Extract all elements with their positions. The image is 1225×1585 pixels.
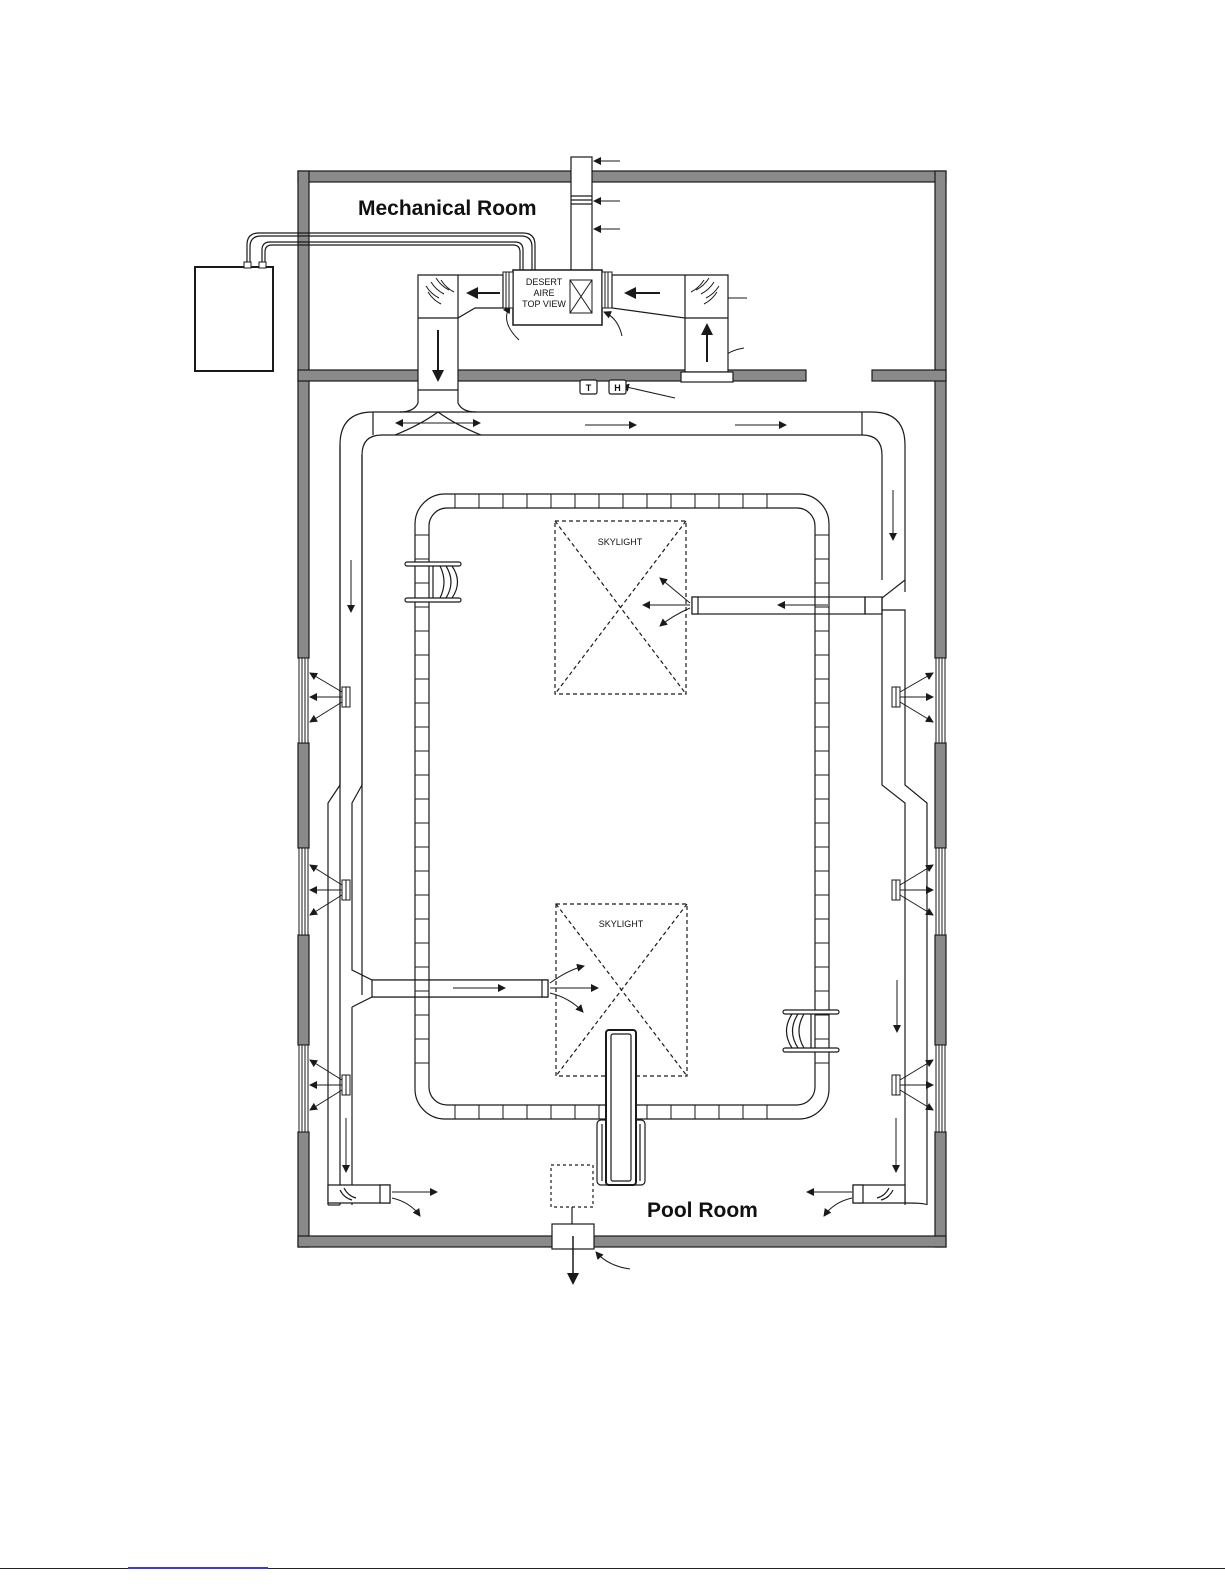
- duct-end-right: [853, 1185, 905, 1203]
- return-grille: [681, 372, 733, 382]
- skylight-upper-label: SKYLIGHT: [598, 537, 643, 547]
- right-wall-pier-2: [935, 935, 946, 1045]
- return-duct-elbow: [612, 275, 728, 372]
- unit-label-line2: AIRE: [533, 288, 554, 298]
- pool-room-title: Pool Room: [647, 1199, 758, 1222]
- left-wall-lower: [298, 1132, 309, 1247]
- unit-label-line1: DESERT: [526, 277, 563, 287]
- right-wall-lower: [935, 1132, 946, 1247]
- window-left-1: [299, 658, 308, 743]
- exhaust-fan: [551, 1165, 594, 1283]
- pool-deck-outer: [415, 494, 829, 1119]
- diving-board: [597, 1030, 645, 1185]
- duct-end-left: [328, 1185, 390, 1203]
- left-wall-pier-1: [298, 743, 309, 848]
- pool-ladder-right: [783, 1010, 839, 1052]
- desert-aire-unit: DESERT AIRE TOP VIEW: [503, 270, 612, 325]
- right-wall-upper: [935, 171, 946, 658]
- svg-text:H: H: [614, 383, 621, 393]
- footer-link-underline: [128, 1567, 268, 1569]
- pool-ladder-left: [405, 562, 461, 602]
- window-right-1: [936, 658, 945, 743]
- window-right-3: [936, 1045, 945, 1132]
- skylight-lower-label: SKYLIGHT: [599, 919, 644, 929]
- window-left-2: [299, 848, 308, 935]
- top-wall: [298, 171, 946, 182]
- remote-condenser: [195, 262, 273, 372]
- right-wall-pier-1: [935, 743, 946, 848]
- window-right-2: [936, 848, 945, 935]
- refrigerant-lines: [247, 233, 535, 275]
- left-wall-upper: [298, 171, 309, 658]
- thermostat-sensor: T: [580, 380, 597, 394]
- bottom-wall: [298, 1236, 946, 1247]
- svg-text:T: T: [586, 383, 592, 393]
- humidistat-sensor: H: [609, 380, 626, 394]
- mechanical-room-title: Mechanical Room: [358, 197, 537, 220]
- left-wall-pier-2: [298, 935, 309, 1045]
- pool-coping-tiles: [415, 494, 829, 1119]
- unit-label-line3: TOP VIEW: [522, 299, 566, 309]
- pool: [415, 494, 829, 1119]
- window-left-3: [299, 1045, 308, 1132]
- partition-wall-right: [872, 370, 946, 381]
